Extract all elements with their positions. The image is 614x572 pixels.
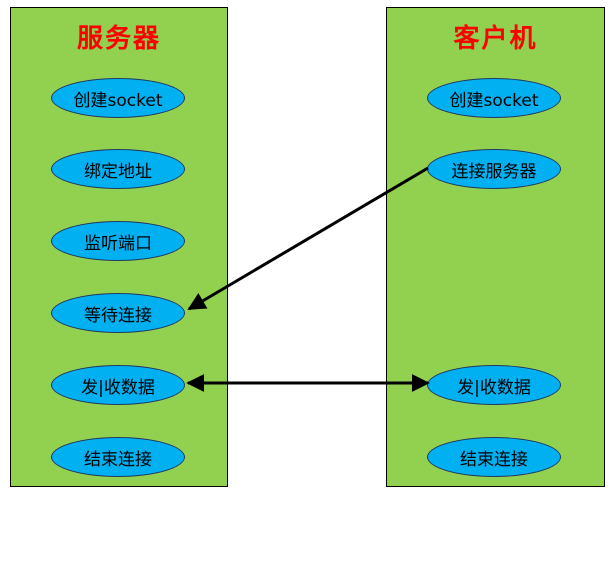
client-title: 客户机	[453, 24, 538, 54]
client-create-socket[interactable]: 创建socket	[427, 78, 561, 118]
server-panel: 服务器 创建socket 绑定地址 监听端口 等待连接 发|收数据 结束连接	[10, 7, 228, 487]
server-send-receive[interactable]: 发|收数据	[51, 365, 185, 405]
server-close-connection[interactable]: 结束连接	[51, 437, 185, 477]
server-wait-connection[interactable]: 等待连接	[51, 293, 185, 333]
client-close-connection[interactable]: 结束连接	[427, 437, 561, 477]
connect-request-arrow	[187, 166, 429, 311]
server-listen-port[interactable]: 监听端口	[51, 221, 185, 261]
server-title: 服务器	[76, 24, 161, 54]
client-panel: 客户机 创建socket 连接服务器 发|收数据 结束连接	[386, 7, 605, 487]
client-connect-server[interactable]: 连接服务器	[427, 149, 561, 189]
server-create-socket[interactable]: 创建socket	[51, 78, 185, 118]
server-bind-address[interactable]: 绑定地址	[51, 149, 185, 189]
client-send-receive[interactable]: 发|收数据	[427, 365, 561, 405]
